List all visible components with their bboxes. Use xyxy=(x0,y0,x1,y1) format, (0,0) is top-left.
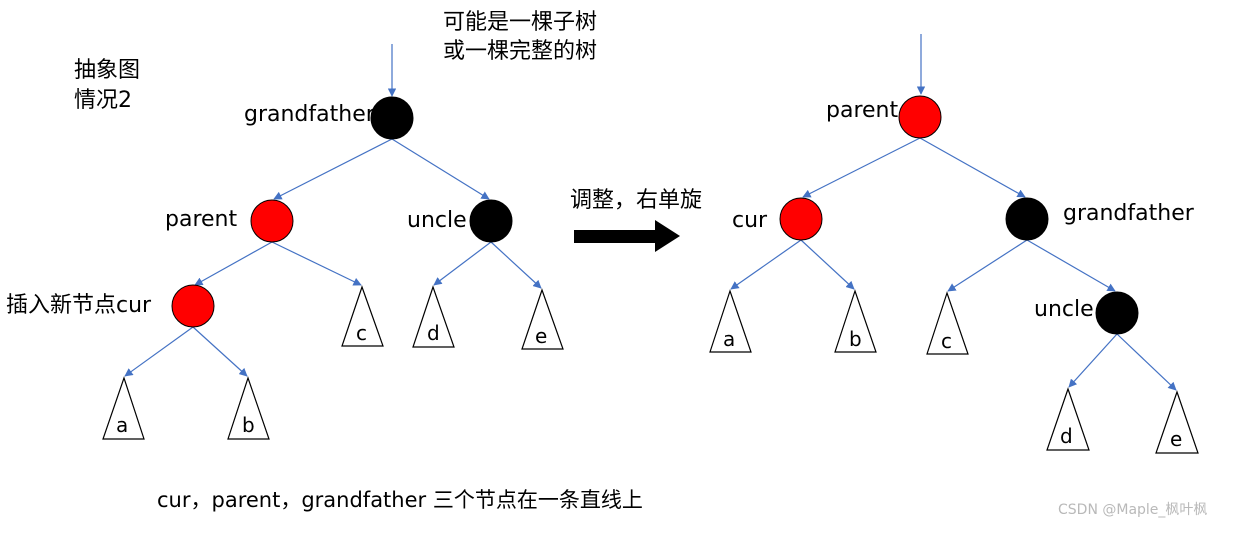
left-leaf-d-label: d xyxy=(427,321,440,345)
left-cur-node xyxy=(171,284,215,328)
left-uncle-to-e-edge xyxy=(490,241,542,289)
diagram-title-line1: 抽象图 xyxy=(74,58,141,83)
left-parent-to-cur-edge xyxy=(194,241,273,286)
left-leaf-a-label: a xyxy=(116,413,129,437)
right-grandfather-node xyxy=(1005,197,1049,241)
right-gf-to-c-edge xyxy=(947,239,1028,292)
left-gf-to-uncle-edge xyxy=(391,138,490,200)
operation-label: 调整，右单旋 xyxy=(570,188,703,213)
right-parent-to-cur-edge xyxy=(802,137,921,198)
right-leaf-c-label: c xyxy=(941,329,952,353)
right-uncle-node xyxy=(1095,291,1139,335)
right-leaf-c-triangle xyxy=(926,291,969,355)
watermark: CSDN @Maple_枫叶枫 xyxy=(1058,502,1208,518)
left-cur-label: 插入新节点cur xyxy=(6,293,152,318)
right-grandfather-label: grandfather xyxy=(1063,201,1194,226)
right-uncle-label: uncle xyxy=(1034,297,1094,322)
left-cur-to-a-edge xyxy=(124,326,194,377)
left-parent-node xyxy=(250,199,294,243)
left-leaf-b-triangle xyxy=(227,376,270,440)
right-arrow-icon xyxy=(574,220,680,252)
left-leaf-b-label: b xyxy=(242,413,255,437)
right-leaf-b-triangle xyxy=(834,289,877,353)
right-parent-label: parent xyxy=(826,98,899,123)
left-uncle-label: uncle xyxy=(407,208,467,233)
right-parent-to-gf-edge xyxy=(919,137,1026,198)
diagram-title-line2: 情况2 xyxy=(74,88,132,113)
right-leaf-d-triangle xyxy=(1046,387,1090,451)
right-leaf-e-triangle xyxy=(1155,390,1199,454)
right-leaf-d-label: d xyxy=(1060,424,1073,448)
left-leaf-a-triangle xyxy=(102,376,145,440)
right-parent-node xyxy=(898,95,942,139)
left-leaf-d-triangle xyxy=(412,285,455,348)
left-leaf-c-triangle xyxy=(341,285,384,347)
right-cur-to-b-edge xyxy=(800,239,855,290)
left-grandfather-node xyxy=(370,96,414,140)
right-cur-label: cur xyxy=(732,208,768,233)
left-uncle-to-d-edge xyxy=(433,241,492,286)
right-gf-to-uncle-edge xyxy=(1026,239,1116,292)
right-leaf-b-label: b xyxy=(849,327,862,351)
left-leaf-c-label: c xyxy=(356,321,367,345)
right-leaf-a-triangle xyxy=(709,289,752,353)
left-leaf-e-label: e xyxy=(535,324,548,348)
caption: cur，parent，grandfather 三个节点在一条直线上 xyxy=(157,488,643,512)
right-leaf-a-label: a xyxy=(723,327,736,351)
right-leaf-e-label: e xyxy=(1170,427,1183,451)
left-parent-to-c-edge xyxy=(271,241,362,286)
left-parent-label: parent xyxy=(165,207,238,232)
right-uncle-to-e-edge xyxy=(1116,333,1177,391)
subtree-note: 可能是一棵子树或一棵完整的树 xyxy=(443,10,598,64)
left-gf-to-parent-edge xyxy=(273,138,393,200)
right-cur-to-a-edge xyxy=(730,239,802,290)
left-uncle-node xyxy=(469,199,513,243)
left-grandfather-label: grandfather xyxy=(244,102,375,127)
right-uncle-to-d-edge xyxy=(1068,333,1118,388)
left-cur-to-b-edge xyxy=(192,326,248,377)
right-cur-node xyxy=(779,197,823,241)
left-leaf-e-triangle xyxy=(521,288,564,350)
